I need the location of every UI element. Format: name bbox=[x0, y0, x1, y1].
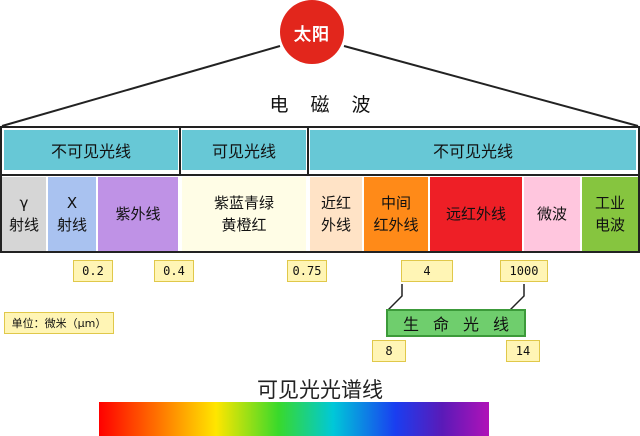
visible-spectrum-bar bbox=[99, 402, 489, 436]
life-range-start: 8 bbox=[372, 340, 406, 362]
visible-spectrum-title: 可见光光谱线 bbox=[257, 378, 383, 402]
band-microwave: 微波 bbox=[524, 177, 580, 251]
tick-label: 4 bbox=[401, 260, 453, 282]
header-invisible-left: 不可见光线 bbox=[4, 130, 178, 170]
tick-label: 0.4 bbox=[154, 260, 194, 282]
life-light-band: 生命光线 bbox=[386, 309, 526, 337]
electromagnetic-wave-title: 电磁波 bbox=[269, 94, 393, 116]
band-ultraviolet: 紫外线 bbox=[98, 177, 178, 251]
band-mid-infrared: 中间 红外线 bbox=[364, 177, 428, 251]
band-far-infrared: 远红外线 bbox=[430, 177, 522, 251]
sun-circle: 太阳 bbox=[280, 0, 344, 64]
unit-label: 单位：微米（μm） bbox=[4, 312, 114, 334]
band-visible: 紫蓝青绿 黄橙红 bbox=[182, 177, 306, 251]
tick-label: 0.2 bbox=[73, 260, 113, 282]
header-divider bbox=[179, 126, 181, 176]
band-near-infrared: 近红 外线 bbox=[310, 177, 362, 251]
tick-label: 1000 bbox=[500, 260, 548, 282]
header-invisible-right: 不可见光线 bbox=[310, 130, 636, 170]
band-gamma: γ 射线 bbox=[2, 177, 46, 251]
header-visible: 可见光线 bbox=[182, 130, 306, 170]
tick-label: 0.75 bbox=[287, 260, 327, 282]
band-radio: 工业 电波 bbox=[582, 177, 638, 251]
life-range-end: 14 bbox=[506, 340, 540, 362]
band-xray: X 射线 bbox=[48, 177, 96, 251]
header-divider bbox=[307, 126, 309, 176]
band-row bbox=[0, 175, 640, 253]
